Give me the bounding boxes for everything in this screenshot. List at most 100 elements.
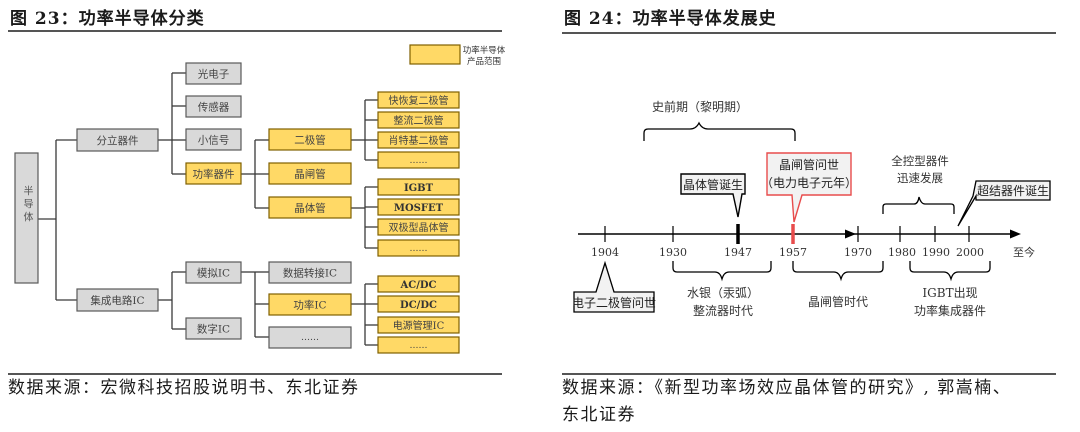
node-analog-more: …… xyxy=(268,326,352,349)
thyristor-era-label: 晶闸管时代 xyxy=(808,294,868,309)
node-mosfet: MOSFET xyxy=(377,198,460,216)
timeline: 1904 1930 1947 1957 1970 1980 1990 2000 … xyxy=(572,99,1051,318)
node-sensor: 传感器 xyxy=(185,95,242,118)
node-diode: 二极管 xyxy=(268,128,352,151)
node-ic-label: 集成电路IC xyxy=(90,294,144,307)
node-power-ic: 功率IC xyxy=(268,293,352,316)
node-diode-more: …… xyxy=(377,151,460,169)
prehistory-brace xyxy=(643,121,796,141)
mercury-era-brace xyxy=(672,261,772,282)
node-power-ic-more: …… xyxy=(377,336,460,354)
tick-label-1970: 1970 xyxy=(844,246,872,259)
node-bjt-label: 双极型晶体管 xyxy=(389,221,449,234)
node-bjt: 双极型晶体管 xyxy=(377,218,460,236)
full-control-label-line1: 全控型器件 xyxy=(891,154,949,168)
figure-24-top-rule xyxy=(562,32,1056,34)
node-power-device-label: 功率器件 xyxy=(193,168,235,181)
tick-label-1947: 1947 xyxy=(724,246,752,259)
figure-24-source-line1: 数据来源：《新型功率场效应晶体管的研究》, 郭嵩楠、 xyxy=(562,378,1012,398)
node-diode-more-label: …… xyxy=(410,156,428,166)
node-ic: 集成电路IC xyxy=(76,288,159,312)
callout-thyristor xyxy=(766,152,852,223)
callout-vacuum-diode-label: 电子二极管问世 xyxy=(572,295,656,310)
mercury-era-label-line2: 整流器时代 xyxy=(693,303,753,318)
node-dcdc: DC/DC xyxy=(377,295,460,313)
node-dcdc-label: DC/DC xyxy=(400,300,437,311)
callout-vacuum-diode xyxy=(573,260,655,313)
figure-24-title: 图 24：功率半导体发展史 xyxy=(564,9,777,29)
node-fast-recovery-label: 快恢复二极管 xyxy=(389,94,449,107)
callout-thyristor-label-line2: （电力电子元年） xyxy=(761,176,857,190)
legend-label-line2: 产品范围 xyxy=(467,56,501,67)
tick-label-1990: 1990 xyxy=(922,246,950,259)
node-opto: 光电子 xyxy=(185,62,242,85)
node-analog-ic: 模拟IC xyxy=(185,261,242,284)
mercury-era-label-line1: 水银（汞弧） xyxy=(687,286,759,300)
node-mosfet-label: MOSFET xyxy=(394,203,444,214)
igbt-era-label-line1: IGBT出现 xyxy=(922,286,977,300)
full-control-brace xyxy=(882,196,955,214)
legend-swatch xyxy=(409,44,461,65)
node-transistor-more: …… xyxy=(377,239,460,257)
prehistory-label: 史前期（黎明期） xyxy=(652,99,748,114)
node-pmic-label: 电源管理IC xyxy=(393,319,445,332)
node-rectifier-label: 整流二极管 xyxy=(394,114,444,127)
igbt-era-brace xyxy=(909,261,991,282)
legend-label-line1: 功率半导体 xyxy=(463,45,506,56)
node-digital-ic: 数字IC xyxy=(185,317,242,340)
thyristor-era-brace xyxy=(792,261,884,282)
node-igbt: IGBT xyxy=(377,178,460,196)
node-data-conv-ic: 数据转接IC xyxy=(268,261,352,284)
node-sensor-label: 传感器 xyxy=(198,101,230,114)
node-pmic: 电源管理IC xyxy=(377,316,460,334)
callout-transistor-birth-label: 晶体管诞生 xyxy=(683,177,743,192)
node-discrete-label: 分立器件 xyxy=(97,134,139,147)
callout-superjunction-label: 超结器件诞生 xyxy=(977,183,1049,198)
tick-label-1930: 1930 xyxy=(659,246,687,259)
figure-23-bottom-rule xyxy=(8,373,502,375)
node-fast-recovery: 快恢复二极管 xyxy=(377,91,460,109)
node-power-ic-label: 功率IC xyxy=(293,299,326,312)
node-thyristor: 晶闸管 xyxy=(268,162,352,185)
node-data-conv-ic-label: 数据转接IC xyxy=(283,267,337,280)
node-thyristor-label: 晶闸管 xyxy=(294,168,326,181)
node-rectifier: 整流二极管 xyxy=(377,111,460,129)
node-opto-label: 光电子 xyxy=(198,68,230,81)
node-small-signal-label: 小信号 xyxy=(198,135,230,147)
igbt-era-label-line2: 功率集成器件 xyxy=(914,303,986,318)
tick-label-1904: 1904 xyxy=(591,246,619,259)
node-schottky-label: 肖特基二极管 xyxy=(389,134,449,147)
node-root-semiconductor xyxy=(14,152,39,284)
figure-23-source: 数据来源：宏微科技招股说明书、东北证券 xyxy=(8,378,360,398)
node-acdc-label: AC/DC xyxy=(399,280,436,291)
node-transistor: 晶体管 xyxy=(268,196,352,219)
tick-label-1957: 1957 xyxy=(779,246,807,259)
node-diode-label: 二极管 xyxy=(294,134,326,147)
node-digital-ic-label: 数字IC xyxy=(197,323,230,336)
node-power-device: 功率器件 xyxy=(185,162,242,185)
node-analog-more-label: …… xyxy=(301,333,319,343)
node-small-signal: 小信号 xyxy=(185,128,242,151)
tree-connectors xyxy=(38,72,378,346)
node-analog-ic-label: 模拟IC xyxy=(197,267,230,280)
node-discrete: 分立器件 xyxy=(76,128,159,152)
figure-23-title: 图 23：功率半导体分类 xyxy=(10,9,205,29)
figure-23-top-rule xyxy=(8,30,502,32)
tick-label-2000: 2000 xyxy=(956,246,984,259)
node-igbt-label: IGBT xyxy=(404,183,434,194)
figure-24-panel: 图 24：功率半导体发展史 1904 1930 1947 1957 1970 1… xyxy=(540,0,1080,432)
node-acdc: AC/DC xyxy=(377,275,460,293)
full-control-label-line2: 迅速发展 xyxy=(897,171,943,185)
node-root-label: 半导体 xyxy=(21,184,33,224)
callout-thyristor-label-line1: 晶闸管问世 xyxy=(779,157,839,172)
node-schottky: 肖特基二极管 xyxy=(377,131,460,149)
callout-superjunction xyxy=(957,180,1051,227)
figure-24-bottom-rule xyxy=(562,373,1056,375)
node-transistor-more-label: …… xyxy=(410,244,428,254)
callout-transistor-birth xyxy=(680,173,746,218)
figure-23-panel: 图 23：功率半导体分类 xyxy=(8,9,506,398)
figure-24-source-line2: 东北证券 xyxy=(562,405,636,425)
tick-label-1980: 1980 xyxy=(888,246,916,259)
node-transistor-label: 晶体管 xyxy=(294,202,326,215)
axis-end-label: 至今 xyxy=(1013,245,1035,259)
